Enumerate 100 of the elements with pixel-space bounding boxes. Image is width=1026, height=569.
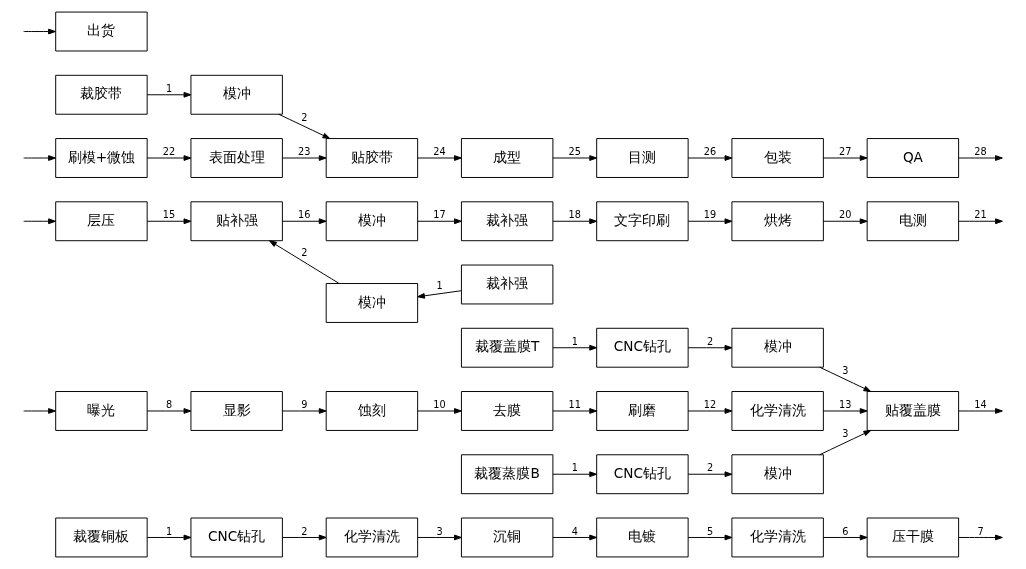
arrow [552, 534, 598, 541]
arrow [958, 408, 1003, 414]
node-box: 贴胶带 [325, 138, 419, 178]
node-box: 裁补强 [460, 201, 554, 242]
arrow [687, 471, 733, 478]
arrow [146, 408, 192, 414]
node-box: 贴覆盖膜 [866, 391, 960, 431]
node-box: 裁覆盖膜T [460, 327, 554, 368]
edge-label: 5 [706, 525, 714, 537]
edge-label: 3 [842, 428, 849, 440]
arrow [281, 534, 327, 541]
arrow [146, 218, 192, 225]
node-box: 裁覆蒸膜B [460, 454, 554, 495]
node-box: 蚀刻 [325, 391, 419, 431]
node-box: 化学清洗 [731, 391, 824, 431]
node-box: CNC钻孔 [190, 517, 283, 558]
node-box: 电测 [866, 201, 960, 242]
edge-label: 23 [298, 146, 311, 158]
arrow [687, 408, 733, 414]
arrow [958, 155, 1003, 161]
edge-label: 1 [571, 462, 578, 474]
node-box: 化学清洗 [731, 517, 824, 558]
node-box: 化学清洗 [325, 517, 419, 558]
node-box: 模冲 [325, 283, 419, 323]
edge-label: 2 [301, 112, 308, 124]
edge-label: 2 [706, 462, 714, 474]
arrow [687, 155, 733, 161]
arrow [146, 534, 192, 541]
node-box: 出货 [55, 11, 148, 52]
edge-label: 22 [162, 146, 176, 158]
edge-label: 1 [436, 280, 443, 292]
arrow [552, 344, 598, 351]
arrow [552, 471, 598, 478]
edge-label: 19 [703, 209, 717, 221]
node-box: 压干膜 [866, 517, 960, 558]
arrow [687, 344, 733, 351]
edge-label: 17 [433, 209, 446, 221]
node-box: 裁补强 [460, 264, 554, 305]
edge-label: 3 [436, 525, 443, 537]
node-box: CNC钻孔 [596, 454, 689, 495]
node-box: 刷模+微蚀 [55, 138, 148, 178]
node-box: 包装 [731, 138, 824, 178]
arrow [281, 408, 327, 414]
arrow [687, 534, 733, 541]
edge-label: 4 [571, 525, 578, 537]
edge-label: 7 [977, 525, 984, 537]
node-box: 去膜 [460, 391, 554, 431]
arrow [687, 218, 733, 225]
node-box: 成型 [460, 138, 554, 178]
edge-label: 25 [568, 146, 581, 158]
node-box: 烘烤 [731, 201, 824, 242]
node-box: 文字印刷 [596, 201, 689, 242]
arrow [23, 408, 56, 414]
arrow [281, 155, 327, 161]
node-box: 表面处理 [190, 138, 283, 178]
node-box: 模冲 [731, 454, 824, 495]
edge-label: 2 [301, 525, 308, 537]
arrow [269, 240, 340, 284]
arrow [417, 218, 462, 225]
node-box: 模冲 [190, 74, 283, 115]
arrow [23, 155, 56, 161]
edge-label: 14 [974, 399, 987, 411]
arrow [822, 534, 868, 541]
edge-label: 15 [162, 209, 176, 221]
arrow [417, 534, 462, 541]
edge-label: 9 [301, 399, 308, 411]
edge-label: 13 [839, 399, 852, 411]
arrow [958, 534, 1003, 541]
arrow [552, 218, 598, 225]
node-box: 贴补强 [190, 201, 283, 242]
node-box: 裁胶带 [55, 74, 148, 115]
edge-label: 16 [298, 209, 311, 221]
edge-label: 1 [165, 82, 173, 94]
edge-label: 21 [974, 209, 987, 221]
arrow [822, 408, 868, 414]
arrow [278, 113, 331, 139]
edge-label: 2 [706, 335, 714, 347]
arrow [958, 218, 1003, 225]
arrow [552, 155, 598, 161]
node-box: 目测 [596, 138, 689, 178]
arrow [822, 155, 868, 161]
edge-label: 26 [703, 146, 717, 158]
node-box: CNC钻孔 [596, 327, 689, 368]
node-box: 曝光 [55, 391, 148, 431]
edge-label: 18 [568, 209, 581, 221]
edge-label: 12 [703, 399, 717, 411]
edge-label: 1 [165, 525, 173, 537]
node-box: 沉铜 [460, 517, 554, 558]
arrow [417, 155, 462, 161]
edge-label: 10 [433, 399, 446, 411]
arrow [146, 91, 192, 98]
arrow [819, 430, 872, 456]
edge-label: 1 [571, 335, 578, 347]
node-box: 裁覆铜板 [55, 517, 148, 558]
edge-label: 6 [842, 525, 849, 537]
arrow [146, 155, 192, 161]
node-box: QA [866, 138, 960, 178]
edge-label: 11 [568, 399, 581, 411]
node-box: 刷磨 [596, 391, 689, 431]
edge-label: 8 [165, 399, 173, 411]
